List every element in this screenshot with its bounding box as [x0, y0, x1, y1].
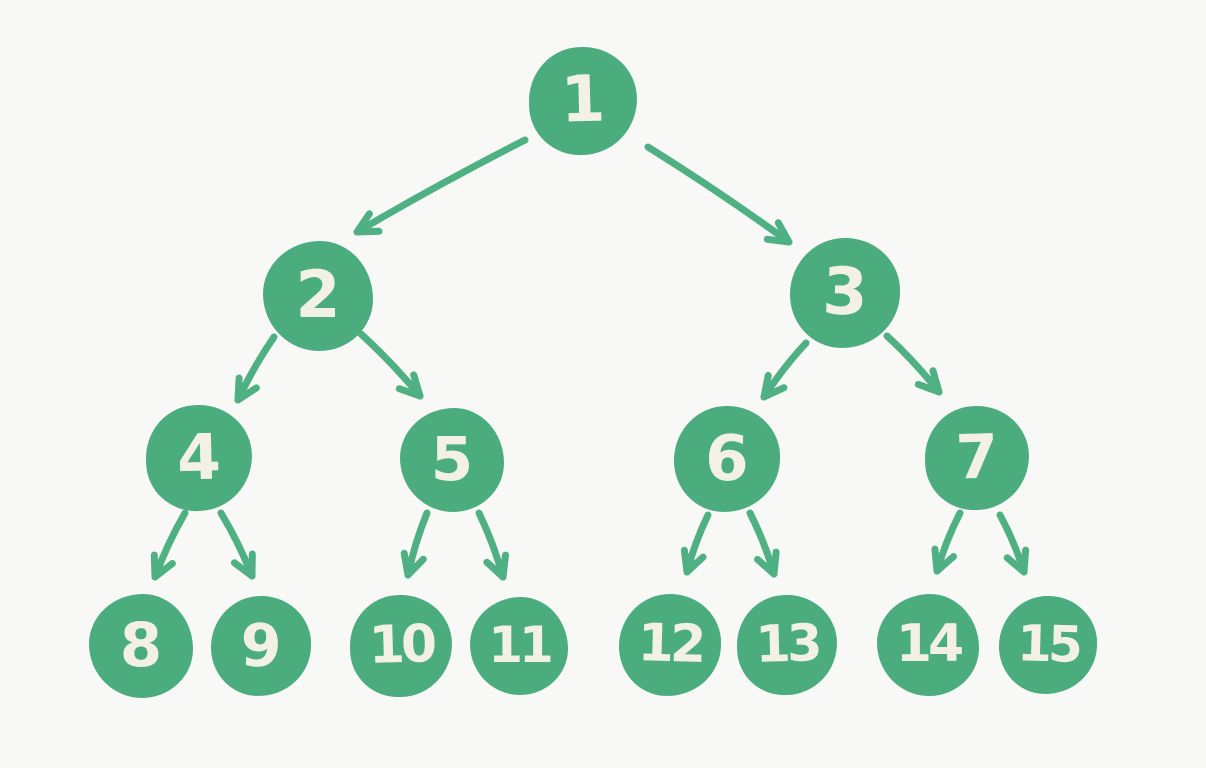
edge-5-10 [400, 509, 431, 579]
node-label: 12 [637, 613, 703, 675]
edge-1-2 [353, 136, 529, 236]
edge-6-13 [746, 509, 780, 578]
edge-7-14 [931, 509, 964, 575]
node-label: 8 [119, 609, 163, 681]
edge-5-11 [475, 509, 509, 581]
arrowhead-icon [400, 549, 427, 579]
edge-7-15 [996, 511, 1030, 576]
edge-4-8 [150, 509, 189, 581]
node-label: 5 [430, 423, 474, 495]
edge-6-12 [680, 511, 712, 576]
node-label: 2 [295, 257, 341, 333]
node-label: 6 [704, 420, 750, 496]
arrowhead-icon [230, 550, 256, 580]
node-label: 7 [954, 420, 1000, 494]
edge-3-6 [760, 339, 810, 401]
arrowhead-icon [763, 219, 793, 246]
tree-node-5: 5 [400, 408, 504, 512]
node-label: 3 [821, 253, 869, 331]
tree-node-11: 11 [470, 597, 568, 695]
edge-3-7 [883, 332, 943, 396]
arrowhead-icon [150, 551, 176, 581]
edge-2-5 [357, 330, 424, 400]
arrowhead-icon [395, 371, 424, 400]
arrowhead-icon [1003, 546, 1030, 576]
arrowhead-icon [914, 367, 943, 396]
arrowhead-icon [353, 210, 383, 236]
tree-node-2: 2 [263, 241, 373, 351]
arrowhead-icon [931, 545, 957, 575]
tree-node-8: 8 [89, 594, 193, 698]
node-label: 10 [368, 614, 434, 676]
node-label: 9 [239, 609, 283, 681]
edge-4-9 [217, 509, 256, 580]
node-label: 15 [1016, 614, 1080, 674]
edge-2-4 [234, 333, 278, 404]
arrowhead-icon [760, 371, 788, 401]
node-label: 1 [559, 62, 607, 138]
node-label: 11 [488, 616, 554, 674]
edge-1-3 [644, 143, 793, 246]
arrowhead-icon [680, 546, 707, 576]
tree-node-14: 14 [877, 594, 979, 696]
arrowhead-icon [754, 548, 780, 578]
node-label: 4 [176, 419, 222, 495]
arrowhead-icon [234, 374, 260, 404]
node-label: 14 [895, 614, 964, 674]
node-label: 13 [754, 613, 820, 675]
arrowhead-icon [483, 551, 509, 581]
